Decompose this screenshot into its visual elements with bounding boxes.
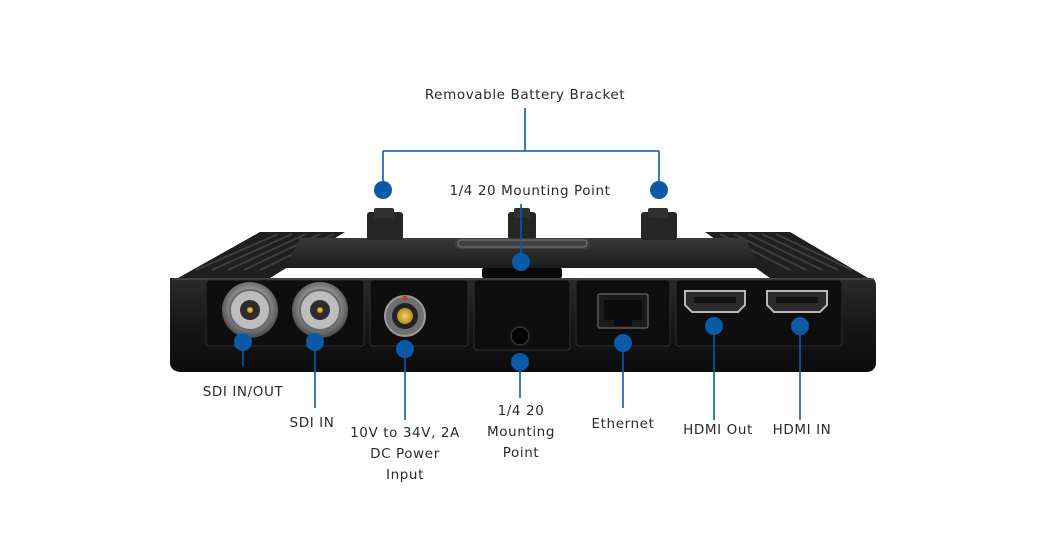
label-ethernet: Ethernet [591,416,655,432]
callout-dot-bracket-right [650,181,668,199]
label-hdmi-out: HDMI Out [683,422,753,438]
ethernet-port [597,293,649,329]
hdmi-out-port [684,290,746,313]
bracket-clip-center [508,208,536,240]
callout-dot-hdmi-out [705,317,723,335]
hdmi-in-port [766,290,828,313]
label-sdi-in-out: SDI IN/OUT [202,384,284,400]
callout-dot-bottom-mount [511,353,529,371]
bracket-clip-right [641,208,677,240]
battery-plate [285,238,760,268]
sdi-in-connector [292,282,348,338]
callout-dot-top-mount [512,253,530,271]
panel-mount [473,279,571,351]
label-sdi-in: SDI IN [289,415,335,431]
callout-dot-dc-power [396,340,414,358]
dc-power-connector [384,295,426,337]
sdi-in-out-connector [222,282,278,338]
callout-dot-sdi-in [306,333,324,351]
callout-dot-sdi-in-out [234,333,252,351]
callout-dot-bracket-left [374,181,392,199]
callout-dot-ethernet [614,334,632,352]
label-top-mount: 1/4 20 Mounting Point [449,183,611,199]
device-body [170,208,876,372]
label-bottom-mount: 1/4 20 Mounting Point [487,403,555,461]
label-battery-bracket: Removable Battery Bracket [424,87,626,103]
callout-dot-hdmi-in [791,317,809,335]
label-hdmi-in: HDMI IN [772,422,832,438]
mount-hole [510,326,530,346]
bracket-clip-left [367,208,403,240]
device-logo [455,238,590,249]
label-dc-power: 10V to 34V, 2A DC Power Input [350,425,460,483]
callout-dots [234,181,809,371]
